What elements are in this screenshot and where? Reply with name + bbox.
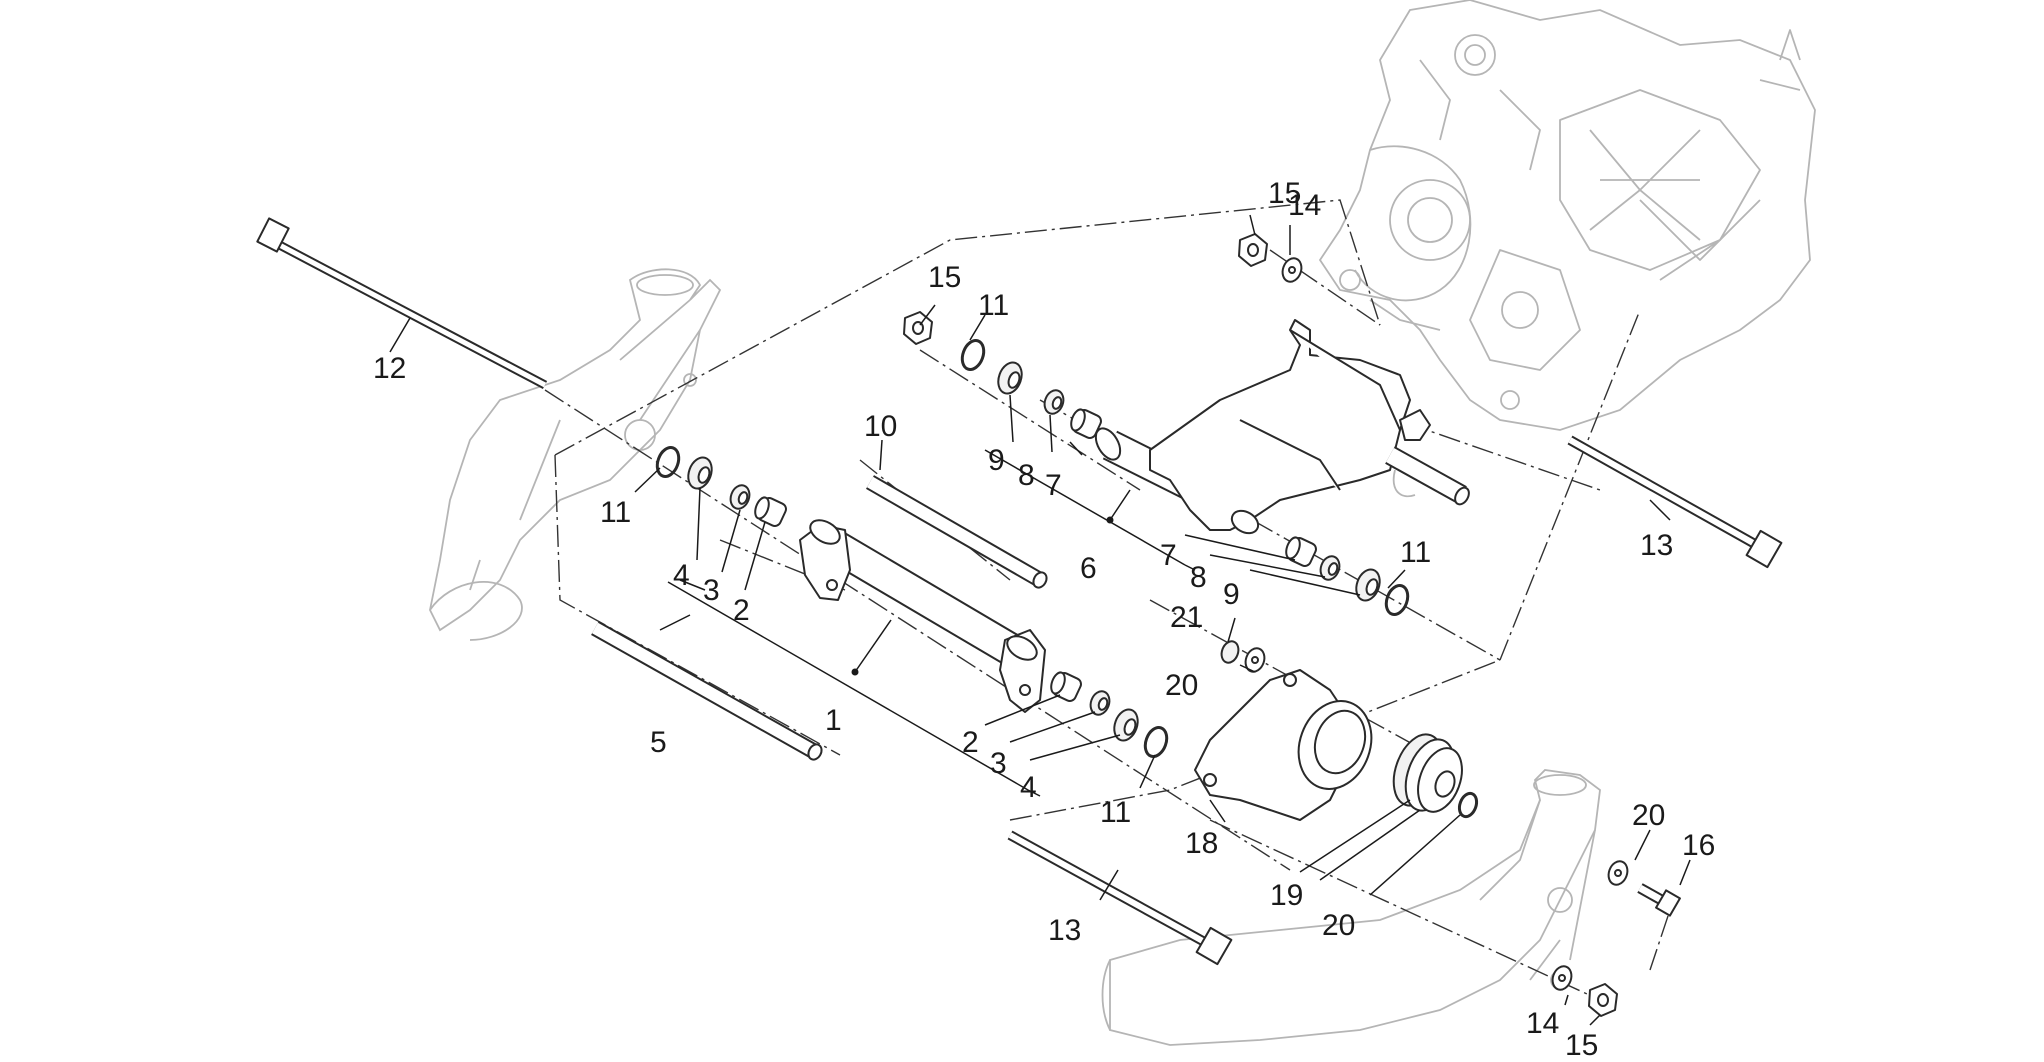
callout-9: 9 <box>988 444 1005 477</box>
callout-15: 15 <box>1565 1029 1598 1057</box>
callout-21: 21 <box>1170 601 1203 634</box>
small-parts <box>655 233 1681 1017</box>
callout-18: 20 <box>1322 909 1355 942</box>
callout-14: 14 <box>1526 1007 1559 1040</box>
callout-15: 15 <box>928 261 961 294</box>
callout-13: 13 <box>1640 529 1673 562</box>
part-1-swing-link <box>799 519 1046 713</box>
callout-1: 1 <box>825 704 842 737</box>
callout-8: 8 <box>1018 459 1035 492</box>
callout-6: 6 <box>1080 552 1097 585</box>
callout-3: 3 <box>990 747 1007 780</box>
part-16-bracket <box>1194 669 1373 821</box>
callout-17: 19 <box>1270 879 1303 912</box>
frame-right-ghost <box>1101 769 1601 1046</box>
callout-2: 2 <box>962 726 979 759</box>
part-13-bolt-bottom <box>1007 830 1233 966</box>
callout-14: 14 <box>1288 189 1321 222</box>
callout-5: 5 <box>650 726 667 759</box>
callout-7: 7 <box>1045 469 1062 502</box>
callout-4: 4 <box>1020 771 1037 804</box>
leader-lines <box>389 214 1691 1026</box>
callout-labels: 12 11 4 3 2 5 1 2 3 4 11 15 11 9 8 7 10 … <box>373 177 1715 1062</box>
part-13-bolt-right <box>1567 435 1783 569</box>
callout-7: 7 <box>1160 539 1177 572</box>
frame-left-ghost <box>429 268 722 641</box>
callout-20: 20 <box>1632 799 1665 832</box>
callout-8: 8 <box>1190 561 1207 594</box>
callout-16: 18 <box>1185 827 1218 860</box>
part-17-pulley <box>1392 733 1463 813</box>
callout-11: 11 <box>600 496 631 529</box>
callout-4: 4 <box>673 559 690 592</box>
engine-casing-ghost <box>1318 0 1816 431</box>
callout-12: 12 <box>373 352 406 385</box>
callout-10: 10 <box>864 410 897 443</box>
callout-2: 2 <box>733 594 750 627</box>
callout-3: 3 <box>703 574 720 607</box>
callout-11: 11 <box>1400 536 1431 569</box>
callout-13: 13 <box>1048 914 1081 947</box>
callout-15: 15 <box>1268 177 1301 210</box>
part-12-long-bolt <box>256 217 548 389</box>
callout-9: 9 <box>1223 578 1240 611</box>
callout-11: 11 <box>978 289 1009 322</box>
part-6-swing-arm <box>1094 319 1470 535</box>
callout-11: 11 <box>1100 796 1131 829</box>
part-5-spacer-tube <box>591 621 823 761</box>
callout-19: 16 <box>1682 829 1715 862</box>
part-10-spacer-tube <box>866 475 1048 589</box>
callout-20: 20 <box>1165 669 1198 702</box>
